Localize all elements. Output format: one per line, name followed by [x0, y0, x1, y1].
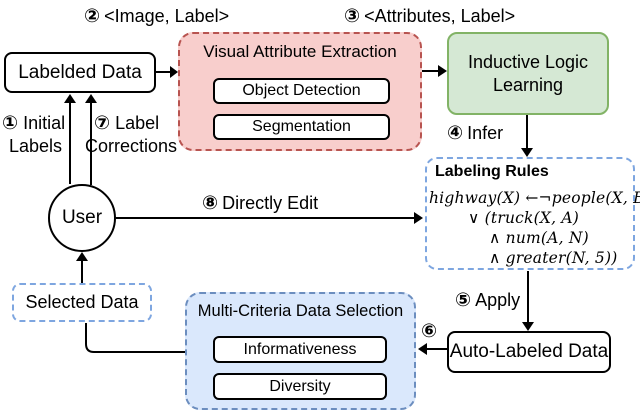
step-label-infer: ④ Infer [447, 122, 503, 144]
corrections-text: Corrections [85, 136, 178, 157]
arrowhead [418, 343, 427, 355]
diversity-node: Diversity [213, 373, 387, 400]
step-label-6: ⑥ [421, 320, 437, 342]
user-node: User [48, 184, 116, 252]
labeling-rules-title: Labeling Rules [435, 163, 549, 180]
step-label-image-label: ② <Image, Label> [84, 5, 229, 27]
labeled-data-node: Labelded Data [4, 52, 156, 93]
initial-labels-line1: ① Initial [2, 111, 65, 135]
image-label-text: <Image, Label> [104, 5, 230, 26]
apply-text: Apply [475, 289, 521, 310]
initial-text: Initial [23, 113, 66, 133]
attributes-label-text: <Attributes, Label> [364, 5, 516, 26]
arrowhead [414, 212, 423, 224]
directly-edit-text: Directly Edit [222, 192, 319, 213]
ill-line2: Learning [492, 74, 564, 95]
arrowhead [438, 65, 447, 77]
rule-line-3: ∧ num(A, N) [489, 229, 589, 247]
rule-line-4: ∧ greater(N, 5)) [489, 249, 618, 267]
step-number-2: ② [84, 5, 101, 27]
inductive-logic-learning-node: Inductive Logic Learning [447, 32, 609, 115]
arrowhead [76, 252, 88, 261]
step-number-7: ⑦ [94, 112, 111, 134]
ill-line1: Inductive Logic [467, 52, 589, 72]
step-number-3: ③ [344, 5, 361, 27]
auto-labeled-data-node: Auto-Labeled Data [447, 331, 611, 373]
step-label-attributes-label: ③ <Attributes, Label> [344, 5, 515, 27]
rule-line-1: highway(X) ←¬people(X, B) [429, 189, 640, 207]
label-text: Label [115, 113, 160, 133]
step-label-label-corrections: ⑦ Label Corrections [85, 111, 177, 158]
user-label: User [61, 207, 103, 228]
selected-data-label: Selected Data [25, 292, 139, 312]
arrowhead [170, 66, 178, 78]
labeled-data-label: Labelded Data [18, 61, 142, 83]
labels-text: Labels [9, 136, 63, 157]
step-number-6: ⑥ [421, 320, 438, 342]
step-label-directly-edit: ⑧ Directly Edit [202, 192, 318, 214]
arrowhead [521, 148, 533, 157]
label-corrections-line1: ⑦ Label [94, 111, 177, 135]
object-detection-node: Object Detection [213, 78, 390, 104]
step-label-initial-labels: ① Initial Labels [2, 111, 65, 158]
step-number-1: ① [2, 112, 19, 134]
arrowhead [522, 322, 534, 331]
diversity-label: Diversity [269, 377, 331, 395]
arrowhead [85, 94, 97, 103]
infer-text: Infer [467, 122, 504, 143]
connector-mcds-to-selecteddata [85, 323, 185, 353]
visual-attribute-extraction-title: Visual Attribute Extraction [203, 42, 397, 61]
segmentation-label: Segmentation [252, 118, 351, 135]
auto-labeled-data-label: Auto-Labeled Data [449, 341, 609, 362]
inductive-logic-learning-label: Inductive Logic Learning [468, 51, 588, 96]
selected-data-node: Selected Data [12, 283, 152, 322]
multi-criteria-title: Multi-Criteria Data Selection [197, 302, 404, 320]
step-label-apply: ⑤ Apply [455, 289, 520, 311]
step-number-8: ⑧ [202, 192, 219, 214]
step-number-4: ④ [447, 122, 464, 144]
step-number-5: ⑤ [455, 289, 472, 311]
rule-line-2: ∨ (truck(X, A) [468, 209, 579, 227]
informativeness-node: Informativeness [213, 336, 387, 363]
informativeness-label: Informativeness [243, 340, 357, 358]
arrowhead [64, 94, 76, 103]
segmentation-node: Segmentation [213, 114, 390, 140]
object-detection-label: Object Detection [242, 82, 361, 99]
labeling-rules-node: Labeling Rules [425, 157, 635, 270]
